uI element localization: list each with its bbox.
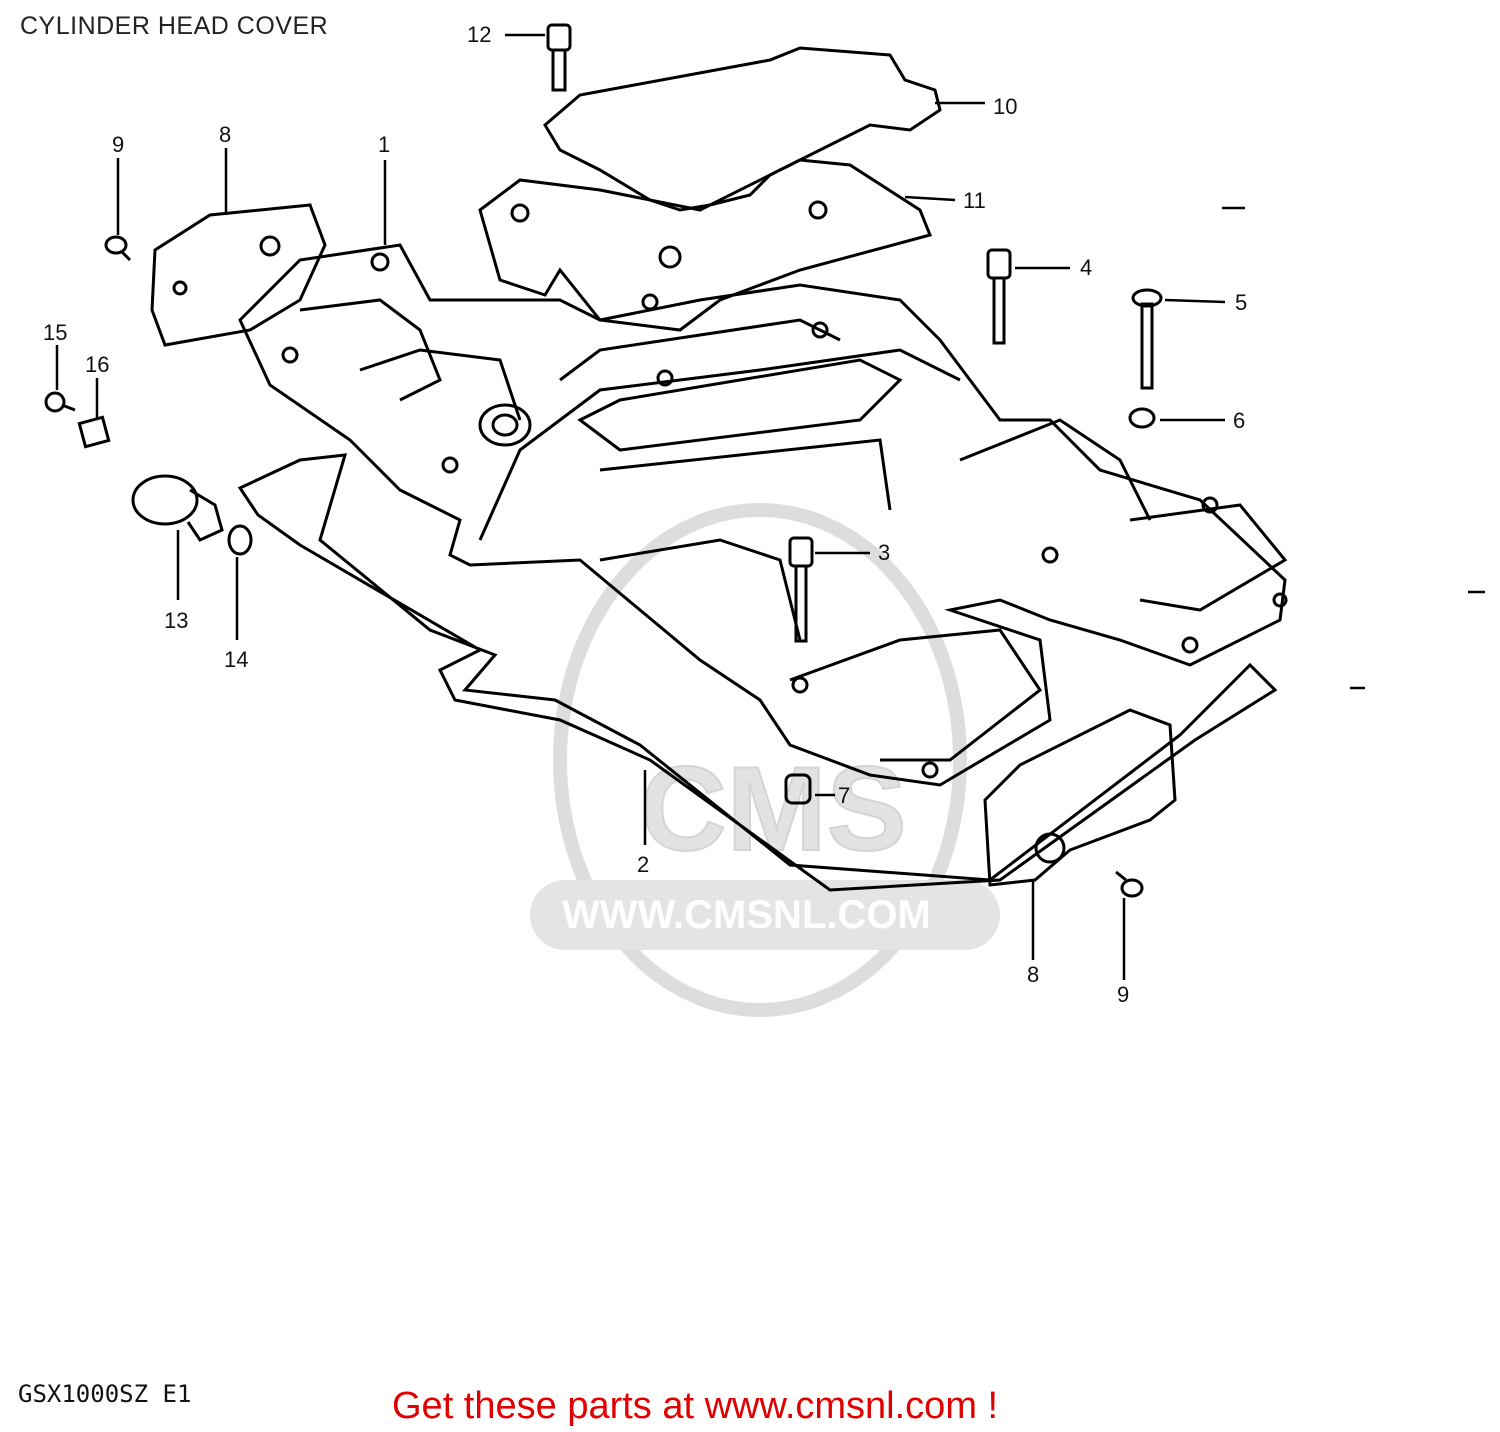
callout-6: 6 <box>1233 408 1245 433</box>
callout-3: 3 <box>878 540 890 565</box>
callout-4: 4 <box>1080 255 1092 280</box>
head-cover-gasket <box>237 453 1278 892</box>
callout-leaders <box>55 33 1485 980</box>
callout-11: 11 <box>963 188 986 213</box>
screw-15 <box>44 391 76 413</box>
bolt-5 <box>1131 288 1163 390</box>
watermark-url-text: WWW.CMSNL.COM <box>562 893 931 937</box>
dowel-7 <box>784 773 812 805</box>
cylinder-head-cover <box>238 243 1288 787</box>
washer-6 <box>1128 407 1156 429</box>
callout-5: 5 <box>1235 290 1247 315</box>
screw-9-left <box>104 235 132 262</box>
callout-7: 7 <box>838 783 850 808</box>
bolt-3 <box>788 536 814 643</box>
side-cover-left <box>150 203 327 347</box>
callout-1: 1 <box>378 132 390 157</box>
promo-link[interactable]: Get these parts at www.cmsnl.com ! <box>392 1385 999 1427</box>
watermark-logo-text: CMS <box>640 742 907 876</box>
callout-9-right: 9 <box>1117 982 1129 1007</box>
screw-9-right <box>1115 870 1144 898</box>
bolt-12 <box>546 23 572 92</box>
callout-15: 15 <box>43 320 67 345</box>
o-ring-14 <box>227 524 253 556</box>
callout-8-left: 8 <box>219 122 231 147</box>
callout-10: 10 <box>993 94 1017 119</box>
callout-16: 16 <box>85 352 109 377</box>
callout-2: 2 <box>637 852 649 877</box>
watermark: CMS WWW.CMSNL.COM <box>530 503 1000 1017</box>
side-cover-right <box>983 708 1177 887</box>
plug-13 <box>131 474 224 542</box>
washer-16 <box>77 415 111 449</box>
page-title: CYLINDER HEAD COVER <box>20 12 329 40</box>
callout-labels: 1 2 3 4 5 6 7 8 8 9 9 10 11 12 13 14 15 … <box>43 22 1247 1007</box>
bolt-4 <box>986 248 1012 345</box>
callout-13: 13 <box>164 608 188 633</box>
callout-12: 12 <box>467 22 491 47</box>
callout-14: 14 <box>224 647 248 672</box>
model-code: GSX1000SZ E1 <box>18 1380 192 1408</box>
callout-9-left: 9 <box>112 132 124 157</box>
callout-8-right: 8 <box>1027 962 1039 987</box>
breather-gasket <box>478 158 933 332</box>
